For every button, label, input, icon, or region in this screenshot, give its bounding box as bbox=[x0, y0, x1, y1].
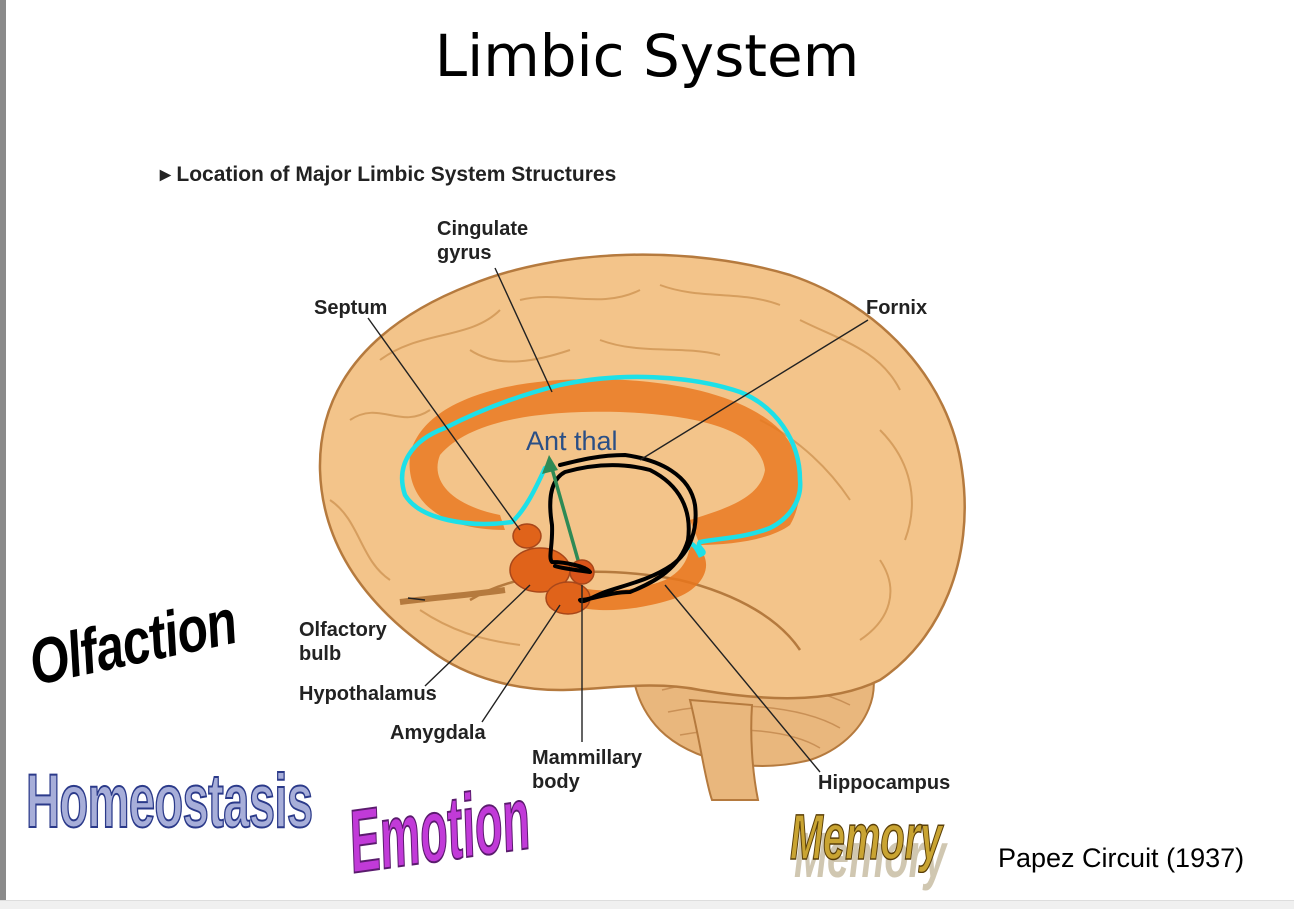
cerebrum bbox=[318, 253, 966, 700]
slide-bottom-bar bbox=[0, 900, 1294, 909]
cyan-trace bbox=[399, 374, 803, 558]
label-amygdala: Amygdala bbox=[390, 722, 486, 744]
green-arrow-line bbox=[549, 464, 580, 561]
cingulate-band bbox=[409, 379, 801, 545]
label-mammillary-body: Mammillary body bbox=[532, 747, 643, 793]
label-hypothalamus: Hypothalamus bbox=[299, 683, 437, 705]
label-septum: Septum bbox=[314, 297, 388, 319]
label-fornix: Fornix bbox=[866, 297, 928, 319]
label-hippocampus: Hippocampus bbox=[818, 772, 951, 794]
label-olfactory-bulb: Olfactory bulb bbox=[299, 619, 387, 665]
black-trace bbox=[548, 453, 698, 604]
label-cingulate-gyrus: Cingulate gyrus bbox=[437, 218, 529, 264]
wordart-memory-reflection: Memory bbox=[794, 819, 947, 891]
hippocampus-band bbox=[560, 540, 707, 611]
annotation-ant-thal: Ant thal bbox=[526, 426, 618, 456]
diagram-subtitle: ▸ Location of Major Limbic System Struct… bbox=[160, 163, 617, 186]
green-arrow-head bbox=[542, 455, 558, 474]
brainstem bbox=[688, 698, 760, 801]
wordart-homeostasis: Homeostasis bbox=[25, 758, 313, 845]
slide-title: Limbic System bbox=[434, 22, 860, 90]
septum-structure bbox=[512, 523, 542, 549]
wordart-memory: Memory bbox=[790, 800, 943, 874]
citation-papez: Papez Circuit (1937) bbox=[998, 843, 1245, 873]
slide-edge-bar bbox=[0, 0, 6, 908]
olfactory-structure bbox=[399, 587, 506, 605]
